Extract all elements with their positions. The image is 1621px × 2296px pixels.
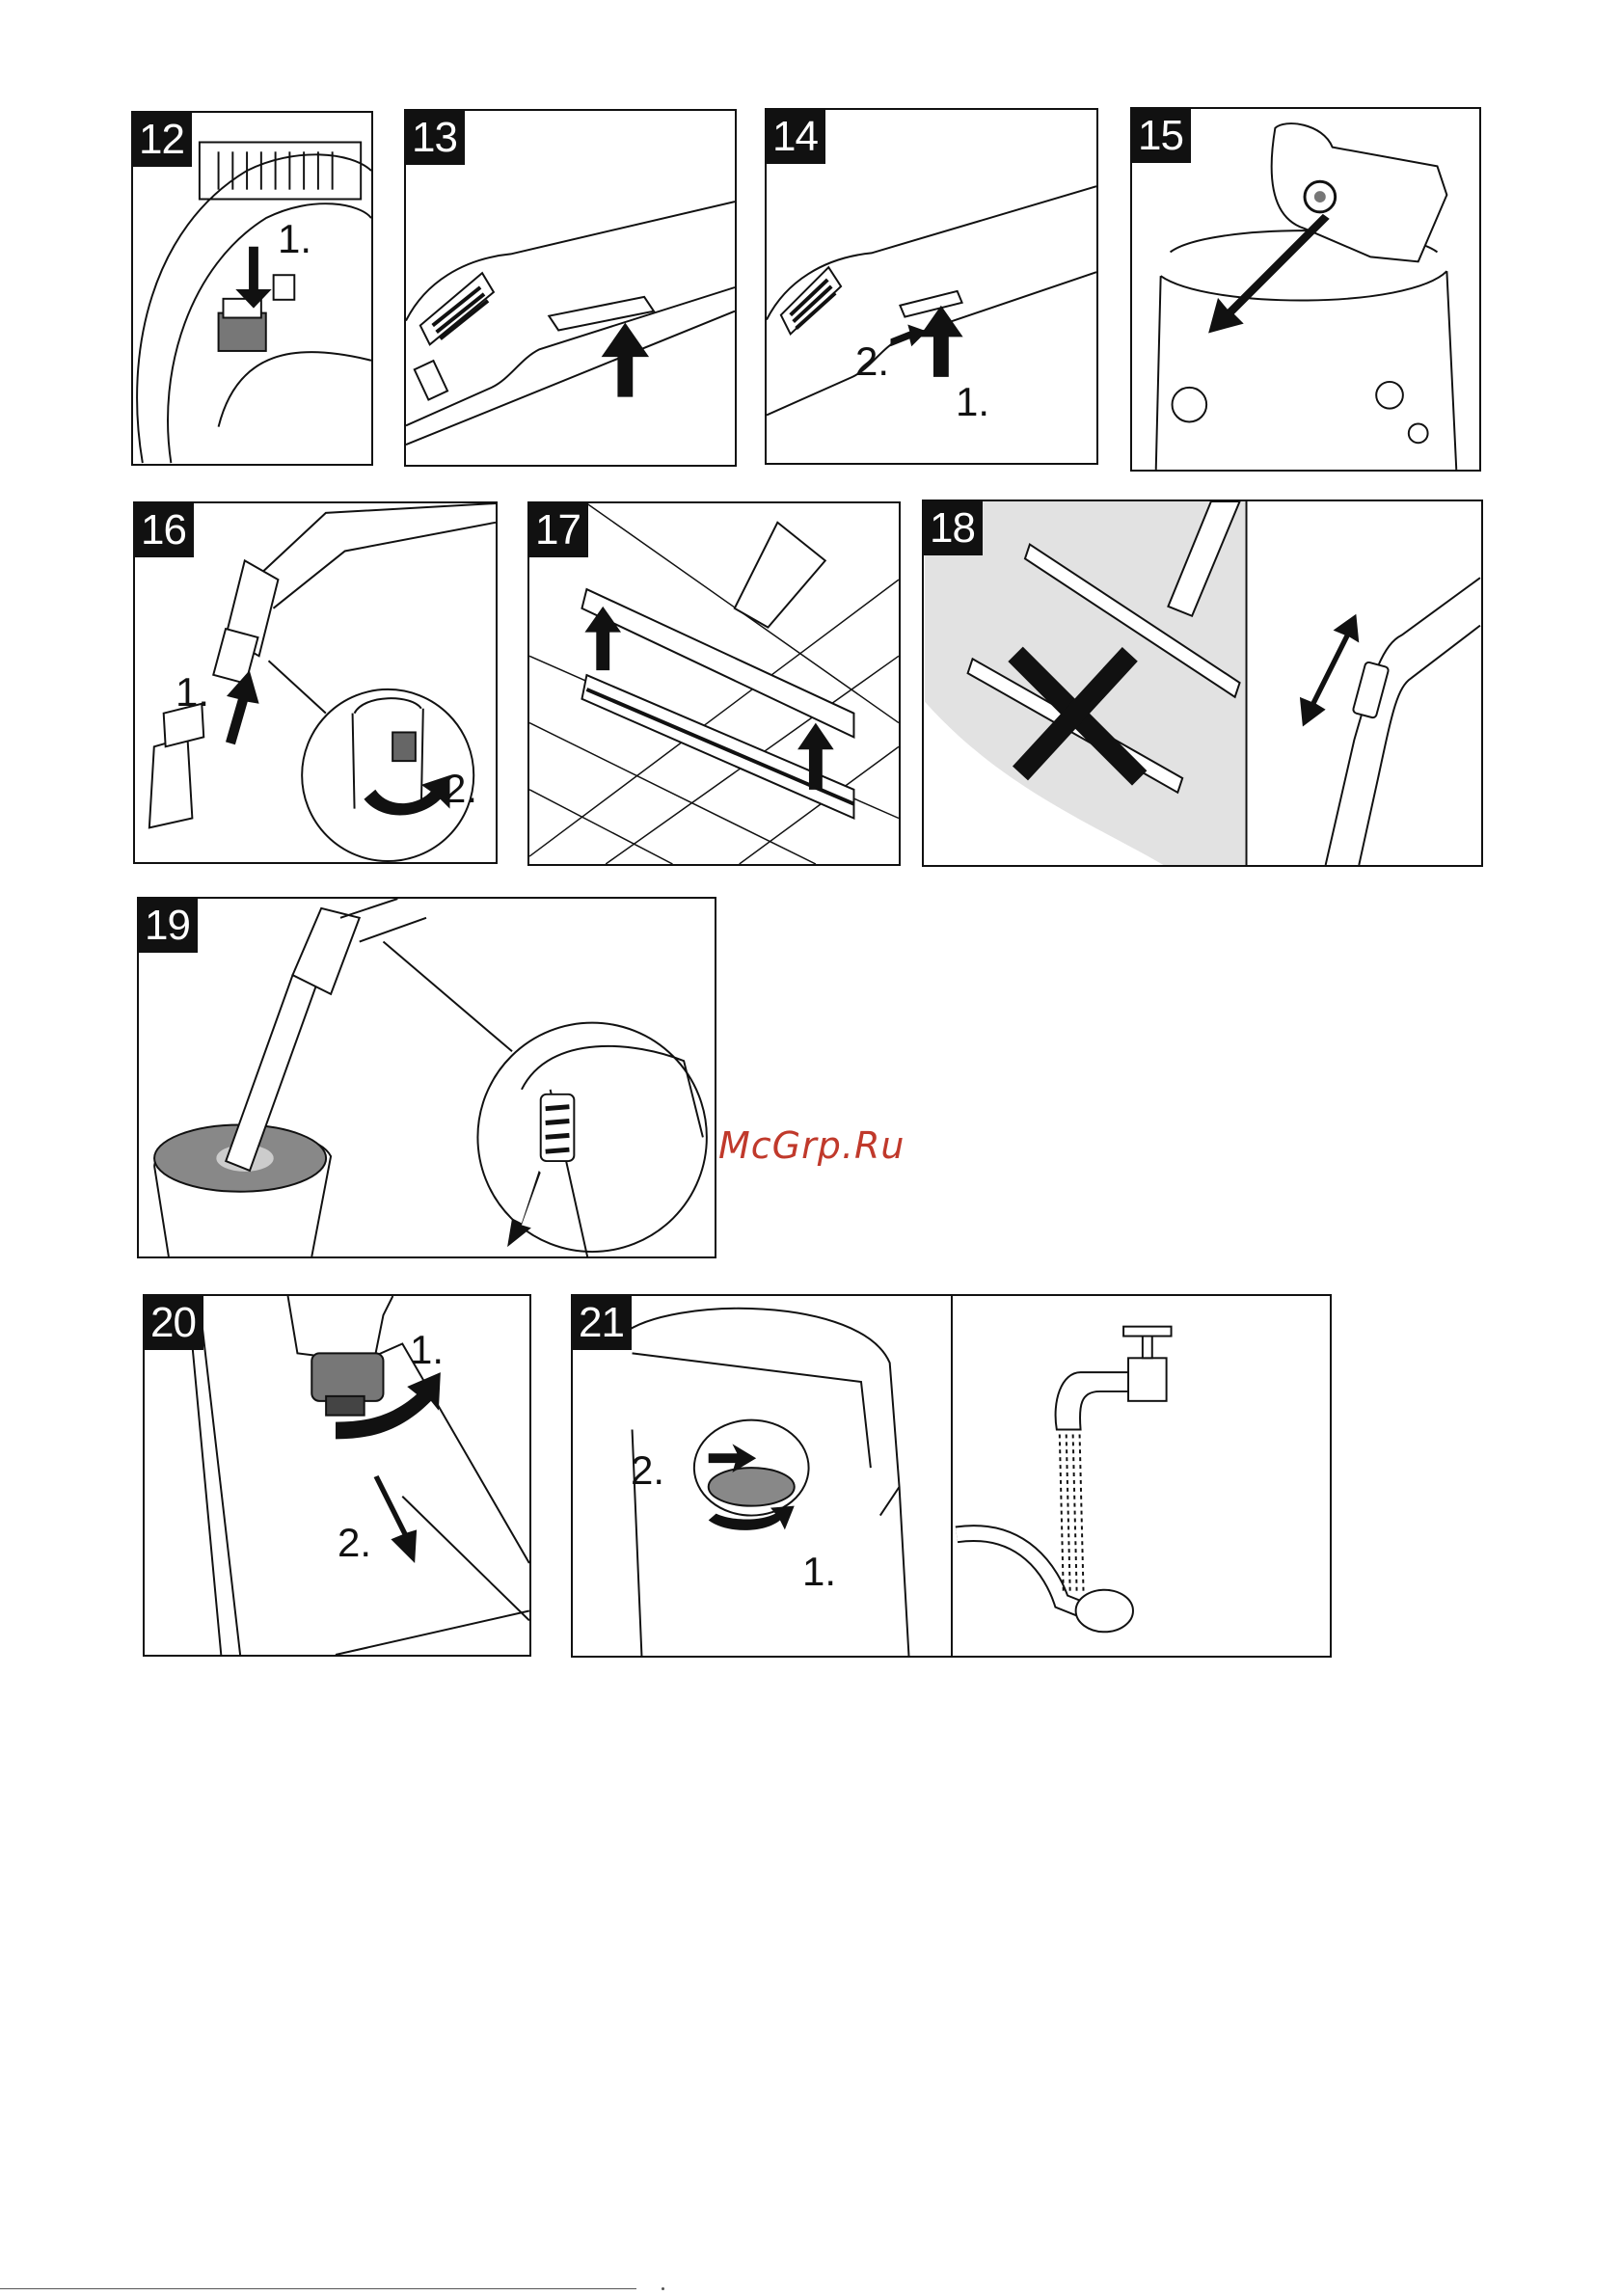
liquid-suction-illustration (139, 899, 715, 1256)
figure-19: 19 (137, 897, 716, 1258)
faucet-icon (1056, 1327, 1172, 1430)
step-label: 1. (176, 672, 209, 713)
page-footer-line (0, 2288, 636, 2289)
step-label: 2. (444, 769, 477, 809)
figure-number: 12 (133, 113, 192, 167)
step-label: 1. (410, 1330, 444, 1370)
floor-nozzle-illustration (924, 501, 1481, 865)
figure-number: 15 (1132, 109, 1191, 163)
figure-20: 20 1. 2. (143, 1294, 531, 1657)
step-label: 2. (338, 1523, 371, 1563)
figure-number: 17 (529, 503, 588, 557)
figure-number: 21 (573, 1296, 632, 1350)
figure-13: 13 (404, 109, 737, 467)
arrow-icon (602, 323, 649, 397)
figure-number: 19 (139, 899, 198, 953)
watermark: McGrp.Ru (718, 1124, 905, 1167)
page-footer-mark (662, 2287, 664, 2290)
arrow-icon (226, 670, 259, 744)
figure-18: 18 (922, 500, 1483, 867)
step-label: 1. (278, 219, 311, 259)
filter-cleaning-illustration (573, 1296, 1330, 1656)
figure-21: 21 2. 1. (571, 1294, 1332, 1658)
figure-14: 14 2. 1. (765, 108, 1098, 465)
figure-15: 15 (1130, 107, 1481, 472)
filter-icon (1076, 1590, 1133, 1633)
figure-16: 16 1. 2. (133, 501, 498, 864)
arrow-icon (1300, 614, 1359, 727)
figure-number: 13 (406, 111, 465, 165)
figure-number: 20 (145, 1296, 203, 1350)
floor-nozzle-illustration (529, 503, 899, 864)
figure-12: 12 1. (131, 111, 373, 466)
arrow-icon (374, 1475, 418, 1563)
step-label: 2. (855, 341, 889, 382)
step-label: 2. (631, 1450, 664, 1491)
container-filter-illustration (1132, 109, 1479, 470)
step-label: 1. (956, 382, 989, 422)
figure-17: 17 (527, 501, 901, 866)
step-label: 1. (802, 1552, 836, 1592)
figure-number: 18 (924, 501, 983, 555)
figure-number: 16 (135, 503, 194, 557)
arrow-icon (919, 306, 962, 377)
figure-number: 14 (767, 110, 825, 164)
